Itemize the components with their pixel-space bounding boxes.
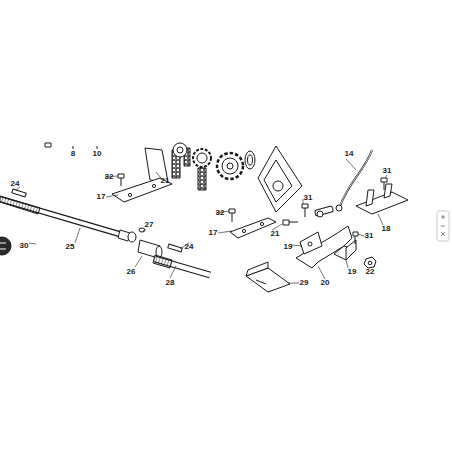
- callout-number: 19: [347, 267, 358, 277]
- callout-number: 31: [303, 193, 314, 203]
- callout-number: 29: [299, 278, 310, 288]
- callout-number: 32: [215, 208, 226, 218]
- callout-number: 8: [70, 149, 76, 159]
- callout-number: 26: [126, 267, 137, 277]
- callout-number: 27: [144, 220, 155, 230]
- callout-number: 17: [208, 228, 219, 238]
- callout-number: 10: [92, 149, 103, 159]
- callout-number: 14: [344, 149, 355, 159]
- callout-number: 22: [365, 267, 376, 277]
- callout-number: 20: [320, 278, 331, 288]
- callout-number: 21: [160, 176, 171, 186]
- callout-number: 31: [382, 166, 393, 176]
- callout-number: 17: [96, 192, 107, 202]
- callout-number: 32: [104, 172, 115, 182]
- callout-number: 21: [270, 229, 281, 239]
- callout-number: 25: [65, 242, 76, 252]
- callout-number: 24: [184, 242, 195, 252]
- callout-number: 18: [381, 224, 392, 234]
- callout-number: 24: [10, 179, 21, 189]
- callout-number: 28: [165, 278, 176, 288]
- callout-number: 31: [364, 231, 375, 241]
- callout-number: 19: [283, 242, 294, 252]
- callout-number: 30: [19, 241, 30, 251]
